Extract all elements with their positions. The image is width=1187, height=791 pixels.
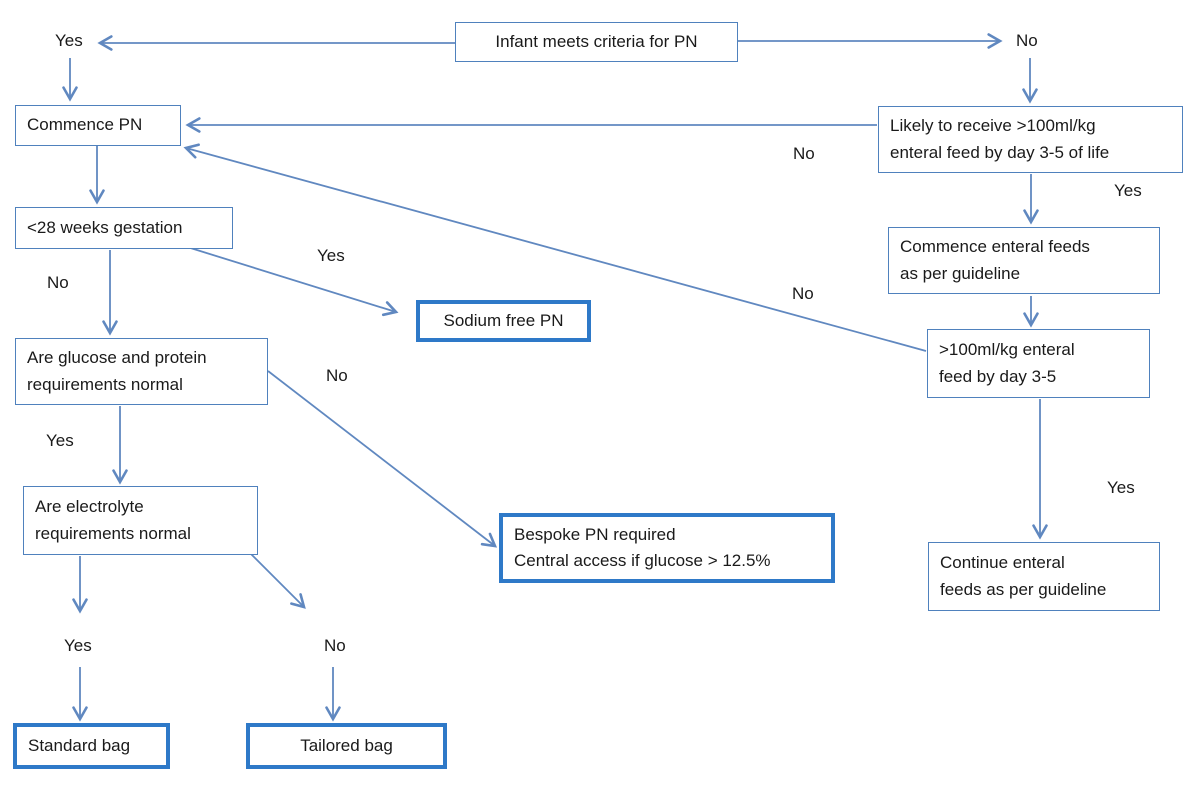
arrow-glucose-no-to-bespoke bbox=[267, 370, 498, 548]
edge-label-feed-no: No bbox=[792, 284, 814, 303]
node-label: Tailored bag bbox=[300, 735, 393, 755]
edge-label-criteria-yes: Yes bbox=[55, 31, 83, 50]
node-tailored-bag: Tailored bag bbox=[246, 723, 447, 769]
arrow-feed-no-to-commence bbox=[183, 143, 927, 352]
node-label-line1: Commence enteral feeds bbox=[900, 237, 1090, 257]
node-commence-enteral-feeds: Commence enteral feeds as per guideline bbox=[888, 227, 1160, 294]
edge-label-likely-yes: Yes bbox=[1114, 181, 1142, 200]
node-label-line1: Are glucose and protein bbox=[27, 348, 207, 368]
node-label-line2: feeds as per guideline bbox=[940, 579, 1107, 599]
arrow-electro-to-no-label bbox=[248, 551, 306, 609]
edge-label-electrolyte-yes: Yes bbox=[64, 636, 92, 655]
node-label: <28 weeks gestation bbox=[27, 217, 183, 237]
node-bespoke-pn-required: Bespoke PN required Central access if gl… bbox=[499, 513, 835, 583]
node-label-line1: Likely to receive >100ml/kg bbox=[890, 116, 1096, 136]
node-label-line2: as per guideline bbox=[900, 263, 1021, 283]
edge-label-glucose-yes: Yes bbox=[46, 431, 74, 450]
node-label-line1: Bespoke PN required bbox=[514, 524, 676, 544]
node-label: Infant meets criteria for PN bbox=[495, 31, 698, 51]
edge-label-gestation-yes: Yes bbox=[317, 246, 345, 265]
node-label: Commence PN bbox=[27, 115, 143, 135]
node-label-line1: Continue enteral bbox=[940, 553, 1065, 573]
node-standard-bag: Standard bag bbox=[13, 723, 170, 769]
arrow-lt28-yes-to-sodium bbox=[167, 240, 399, 317]
edge-label-likely-no: No bbox=[793, 144, 815, 163]
node-label: Sodium free PN bbox=[443, 310, 564, 330]
edge-label-feed-yes: Yes bbox=[1107, 478, 1135, 497]
node-label-line1: Are electrolyte bbox=[35, 497, 144, 517]
node-continue-enteral-feeds: Continue enteral feeds as per guideline bbox=[928, 542, 1160, 611]
node-likely-receive-enteral: Likely to receive >100ml/kg enteral feed… bbox=[878, 106, 1183, 173]
node-label-line2: feed by day 3-5 bbox=[939, 366, 1057, 386]
node-sodium-free-pn: Sodium free PN bbox=[416, 300, 591, 342]
edge-label-criteria-no: No bbox=[1016, 31, 1038, 50]
node-commence-pn: Commence PN bbox=[15, 105, 181, 146]
node-label-line1: >100ml/kg enteral bbox=[939, 340, 1075, 360]
node-glucose-protein-normal: Are glucose and protein requirements nor… bbox=[15, 338, 268, 405]
node-label-line2: Central access if glucose > 12.5% bbox=[514, 551, 771, 570]
node-label-line2: requirements normal bbox=[27, 374, 183, 394]
node-infant-meets-criteria: Infant meets criteria for PN bbox=[455, 22, 738, 62]
node-label-line2: enteral feed by day 3-5 of life bbox=[890, 142, 1110, 162]
node-electrolyte-normal: Are electrolyte requirements normal bbox=[23, 486, 258, 555]
node-label: Standard bag bbox=[28, 735, 131, 755]
node-gt100ml-feed-day-3-5: >100ml/kg enteral feed by day 3-5 bbox=[927, 329, 1150, 398]
edge-label-glucose-no: No bbox=[326, 366, 348, 385]
edge-label-gestation-no: No bbox=[47, 273, 69, 292]
node-label-line2: requirements normal bbox=[35, 523, 191, 543]
node-lt28-weeks-gestation: <28 weeks gestation bbox=[15, 207, 233, 249]
edge-label-electrolyte-no: No bbox=[324, 636, 346, 655]
